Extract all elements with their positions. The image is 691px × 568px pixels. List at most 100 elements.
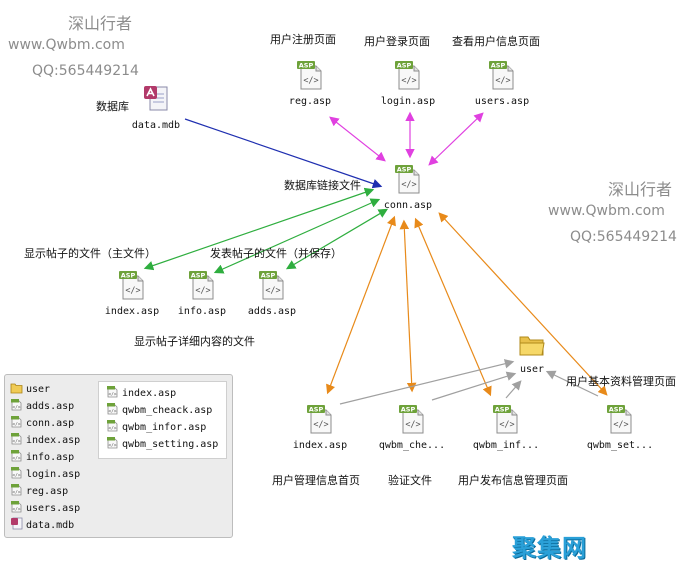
node-u-index-asp[interactable]: ASP</>index.asp <box>280 404 360 451</box>
svg-text:</>: </> <box>195 286 210 296</box>
svg-text:</>: </> <box>265 286 280 296</box>
caption-reg: 用户注册页面 <box>270 33 336 46</box>
edge-users-conn <box>428 112 484 166</box>
tree-item-label: users.asp <box>26 502 81 514</box>
caption-conn: 数据库链接文件 <box>284 179 361 192</box>
asp-file-icon: </> <box>10 398 23 414</box>
asp-file-icon: ASP</> <box>258 270 286 300</box>
svg-text:ASP: ASP <box>609 406 624 414</box>
tree-item-label: data.mdb <box>26 519 75 531</box>
tree-item-index-asp[interactable]: </>index.asp <box>10 432 80 448</box>
node-login-asp[interactable]: ASP </> login.asp <box>368 60 448 107</box>
node-u-cheack-label: qwbm_che... <box>378 440 446 451</box>
brand-logo: 聚集网 <box>512 534 587 562</box>
svg-text:</>: </> <box>12 473 20 479</box>
node-reg-label: reg.asp <box>288 96 332 107</box>
node-adds-asp[interactable]: ASP</> adds.asp <box>232 270 312 317</box>
svg-text:</>: </> <box>12 405 20 411</box>
tree-item-label: conn.asp <box>26 417 75 429</box>
asp-file-icon: ASP </> <box>394 60 422 90</box>
caption-info: 显示帖子详细内容的文件 <box>134 335 255 348</box>
edge-reg-conn <box>329 116 386 162</box>
svg-text:</>: </> <box>405 420 420 430</box>
svg-text:ASP: ASP <box>495 406 510 414</box>
caption-user: 用户基本资料管理页面 <box>566 375 676 388</box>
node-login-label: login.asp <box>380 96 436 107</box>
svg-text:</>: </> <box>499 420 514 430</box>
svg-text:</>: </> <box>303 76 318 86</box>
node-info-label: info.asp <box>177 306 227 317</box>
node-conn-asp[interactable]: ASP</>conn.asp <box>368 164 448 211</box>
node-u-cheack-asp[interactable]: ASP</>qwbm_che... <box>372 404 452 451</box>
tree-item-label: info.asp <box>26 451 75 463</box>
node-adds-label: adds.asp <box>247 306 297 317</box>
asp-file-icon: </> <box>106 419 119 435</box>
node-data-mdb[interactable]: data.mdb <box>116 84 196 131</box>
watermark-qq-tl: QQ:565449214 <box>32 63 139 79</box>
node-user-label: user <box>519 364 545 375</box>
edge-uinfor-user <box>505 380 522 399</box>
edge-ucheack-user <box>431 371 517 401</box>
node-u-setting-label: qwbm_set... <box>586 440 654 451</box>
asp-file-icon: ASP </> <box>492 404 520 434</box>
tree-item-login-asp[interactable]: </>login.asp <box>10 466 80 482</box>
node-u-setting-asp[interactable]: ASP </> qwbm_set... <box>580 404 660 451</box>
caption-index: 显示帖子的文件（主文件） <box>24 247 156 260</box>
tree-item-index-asp[interactable]: </>index.asp <box>106 385 176 401</box>
tree-item-reg-asp[interactable]: </>reg.asp <box>10 483 68 499</box>
node-index-label: index.asp <box>104 306 160 317</box>
tree-item-info-asp[interactable]: </> info.asp <box>10 449 74 465</box>
tree-item-adds-asp[interactable]: </> adds.asp <box>10 398 74 414</box>
svg-text:ASP: ASP <box>191 272 206 280</box>
asp-file-icon: </> <box>106 385 119 401</box>
database-file-icon <box>144 86 168 111</box>
watermark-name-r: 深山行者 <box>608 180 673 199</box>
asp-file-icon: </> <box>106 402 119 418</box>
svg-text:</>: </> <box>613 420 628 430</box>
tree-item-qwbm-setting-asp[interactable]: </>qwbm_setting.asp <box>106 436 218 452</box>
asp-file-icon: ASP</> <box>118 270 146 300</box>
asp-file-icon: ASP </> <box>606 404 634 434</box>
tree-item-qwbm-cheack-asp[interactable]: </>qwbm_cheack.asp <box>106 402 212 418</box>
node-index-asp[interactable]: ASP</> index.asp <box>92 270 172 317</box>
tree-item-data-mdb[interactable]: data.mdb <box>10 517 74 533</box>
tree-item-label: qwbm_infor.asp <box>122 421 207 433</box>
svg-text:ASP: ASP <box>309 406 324 414</box>
node-user-folder[interactable]: user <box>492 332 572 375</box>
node-reg-asp[interactable]: ASP</> reg.asp <box>270 60 350 107</box>
caption-u-index: 用户管理信息首页 <box>272 474 360 487</box>
svg-text:</>: </> <box>401 76 416 86</box>
watermark-qq-r: QQ:565449214 <box>570 229 677 245</box>
asp-file-icon: </> <box>10 449 23 465</box>
edge-conn-ucheack <box>399 219 417 393</box>
svg-text:</>: </> <box>108 409 116 415</box>
svg-text:</>: </> <box>12 456 20 462</box>
mdb-file-icon <box>10 517 23 533</box>
asp-file-icon: </> <box>10 500 23 516</box>
caption-u-cheack: 验证文件 <box>388 474 432 487</box>
asp-file-icon: ASP</> <box>488 60 516 90</box>
tree-item-label: reg.asp <box>26 485 69 497</box>
node-u-infor-asp[interactable]: ASP</>qwbm_inf... <box>466 404 546 451</box>
svg-text:</>: </> <box>12 422 20 428</box>
watermark-name-tl: 深山行者 <box>68 14 133 33</box>
tree-item-label: index.asp <box>122 387 177 399</box>
tree-item-users-asp[interactable]: </>users.asp <box>10 500 80 516</box>
edge-conn-uindex <box>326 215 396 395</box>
tree-item-conn-asp[interactable]: </> conn.asp <box>10 415 74 431</box>
svg-text:ASP: ASP <box>397 166 412 174</box>
tree-item-label: qwbm_setting.asp <box>122 438 219 450</box>
svg-text:ASP: ASP <box>397 62 412 70</box>
svg-text:ASP: ASP <box>491 62 506 70</box>
asp-file-icon: </> <box>10 483 23 499</box>
asp-file-icon: </> <box>10 415 23 431</box>
tree-item-label: adds.asp <box>26 400 75 412</box>
tree-item-qwbm-infor-asp[interactable]: </>qwbm_infor.asp <box>106 419 206 435</box>
node-info-asp[interactable]: ASP </> info.asp <box>162 270 242 317</box>
watermark-site-tl: www.Qwbm.com <box>8 37 125 53</box>
asp-file-icon: ASP</> <box>296 60 324 90</box>
asp-file-icon: </> <box>106 436 119 452</box>
tree-item-user[interactable]: user <box>10 381 50 397</box>
svg-text:</>: </> <box>125 286 140 296</box>
node-users-asp[interactable]: ASP</>users.asp <box>462 60 542 107</box>
